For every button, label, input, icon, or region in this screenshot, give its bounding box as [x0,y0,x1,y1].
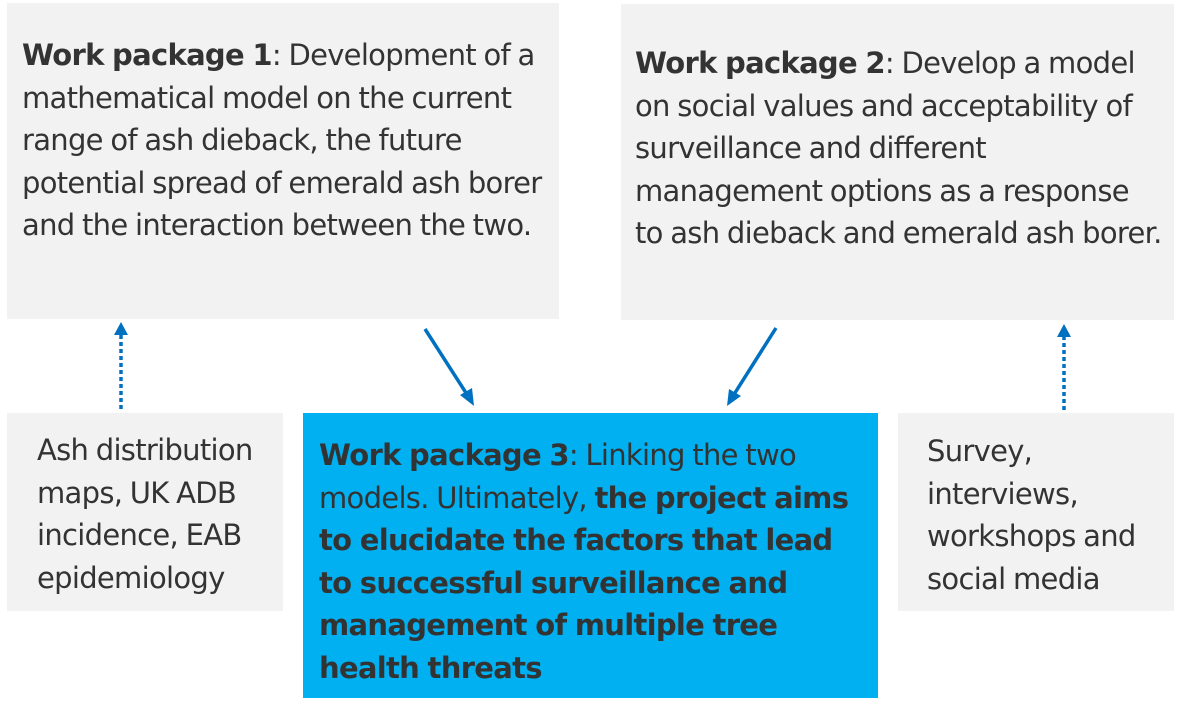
arrow-wp1-to-wp3 [423,328,470,397]
arrowhead-up-right [1057,324,1071,337]
input-social-methods-box: Survey, interviews, workshops and social… [898,413,1174,611]
work-package-1-box: Work package 1: Development of a mathema… [7,3,559,319]
work-package-2-title: Work package 2 [635,46,886,80]
input-data-sources-text: Ash distribution maps, UK ADB incidence,… [37,433,253,595]
work-package-3-box: Work package 3: Linking the two models. … [303,413,878,698]
work-package-1-text: Development of a mathematical model on t… [22,38,542,242]
arrowhead-up-left [114,322,128,335]
work-package-1-separator: : [271,38,289,72]
work-package-3-separator: : [568,438,586,472]
work-package-2-text: Develop a model on social values and acc… [635,46,1162,250]
work-package-1-title: Work package 1 [22,38,273,72]
input-social-methods-text: Survey, interviews, workshops and social… [927,434,1136,596]
work-package-3-aim: the project aims to elucidate the factor… [319,480,849,685]
work-package-3-title: Work package 3 [319,438,570,472]
work-package-2-box: Work package 2: Develop a model on socia… [621,4,1174,320]
arrow-wp2-to-wp3 [731,327,778,397]
work-package-3-text: Linking the two models. Ultimately, [319,438,797,515]
arrowhead-wp2-to-wp3 [727,389,741,406]
input-data-sources-box: Ash distribution maps, UK ADB incidence,… [7,413,283,611]
work-package-2-separator: : [884,46,902,80]
arrowhead-wp1-to-wp3 [460,388,474,406]
